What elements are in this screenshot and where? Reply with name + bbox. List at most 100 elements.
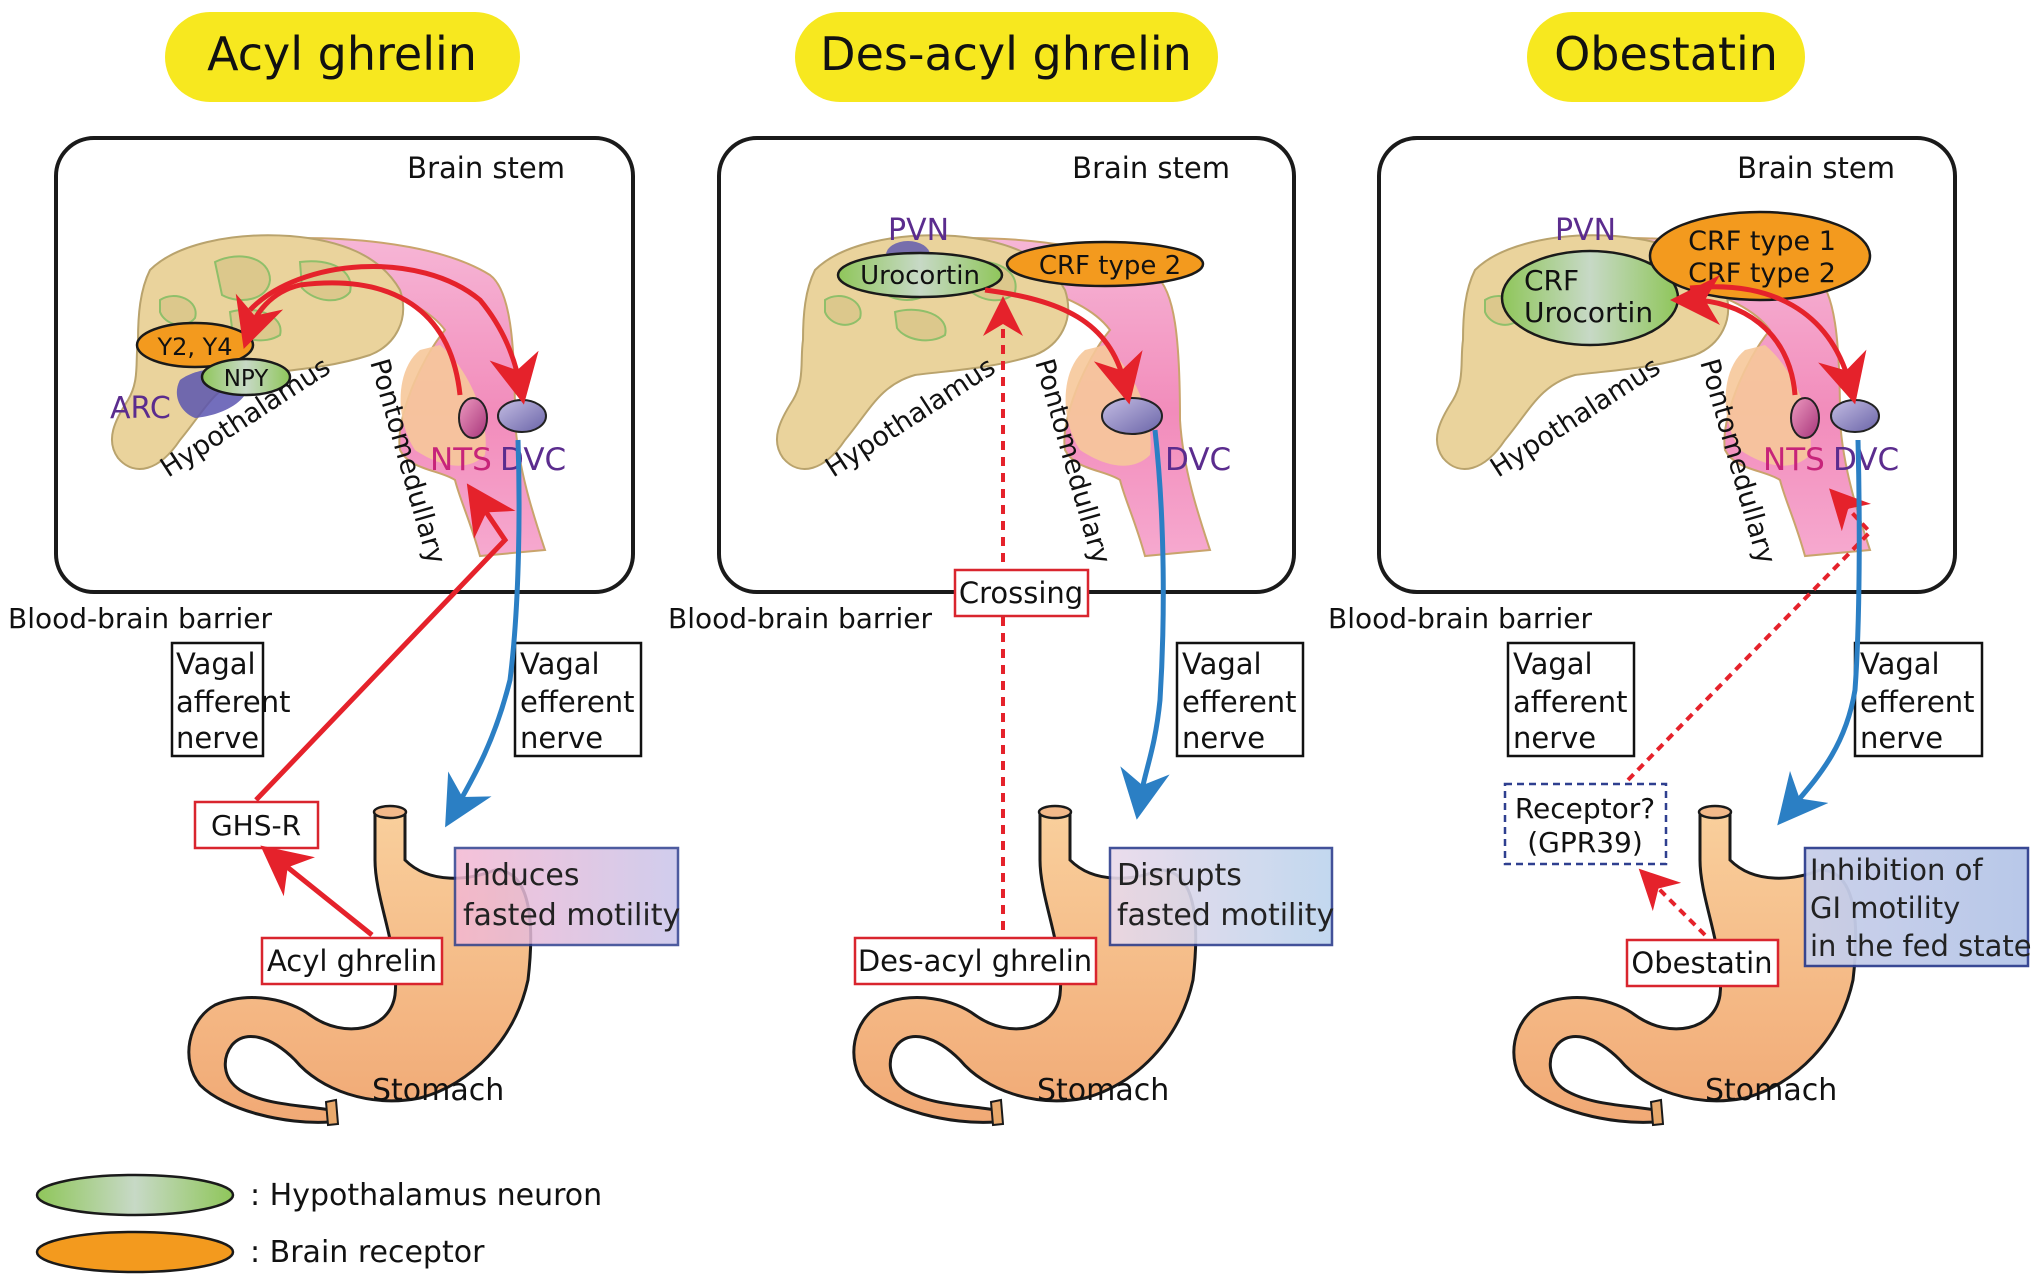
dvc-label: DVC xyxy=(1165,442,1231,478)
panel-title: Acyl ghrelin xyxy=(207,27,477,81)
panel-acyl-ghrelin: Acyl ghrelin Brain stem Y2, Y4 NPY ARC H… xyxy=(8,12,680,1127)
effect-line-2: GI motility xyxy=(1810,891,1960,925)
stomach-label: Stomach xyxy=(1705,1073,1837,1108)
dvc-nucleus xyxy=(1830,399,1880,433)
efferent-line-3: nerve xyxy=(1860,721,1943,755)
hormone-box xyxy=(853,936,1098,986)
effect-line-1: Inhibition of xyxy=(1810,853,1983,887)
hormone-label: Des-acyl ghrelin xyxy=(858,944,1092,978)
duodenum-tip xyxy=(324,1098,340,1127)
stomach-label: Stomach xyxy=(1037,1073,1169,1108)
esophagus-opening xyxy=(1037,804,1073,820)
panel-title: Obestatin xyxy=(1554,27,1778,81)
legend: : Hypothalamus neuron : Brain receptor xyxy=(35,1173,602,1274)
arrow-urocortin-to-dvc xyxy=(984,287,1143,405)
dvc-label: DVC xyxy=(1833,442,1899,478)
vagal-efferent-box xyxy=(1853,641,1984,758)
crossing-box xyxy=(953,568,1090,618)
afferent-line-3: nerve xyxy=(1513,721,1596,755)
title-badge xyxy=(1527,12,1805,102)
effect-line-3: in the fed state xyxy=(1810,929,2031,963)
stomach-label: Stomach xyxy=(372,1073,504,1108)
arrow-neuron-to-dvc xyxy=(1689,284,1867,405)
stomach-shape xyxy=(187,810,533,1124)
legend-neuron-label: : Hypothalamus neuron xyxy=(250,1178,602,1213)
efferent-line-1: Vagal xyxy=(1860,647,1940,681)
brain-stem-label: Brain stem xyxy=(1737,151,1895,185)
pvn-label: PVN xyxy=(1555,213,1616,248)
title-badge xyxy=(795,12,1218,102)
pons-shape xyxy=(400,345,486,466)
arrow-receptor-to-nts xyxy=(254,483,516,802)
neuron-line-1: CRF xyxy=(1524,264,1579,297)
efferent-line-2: efferent xyxy=(1860,685,1975,719)
pvn-label: PVN xyxy=(888,213,949,248)
effect-box xyxy=(1108,846,1334,947)
hormone-box xyxy=(1625,938,1780,988)
bbb-label: Blood-brain barrier xyxy=(8,602,272,635)
bbb-label: Blood-brain barrier xyxy=(668,602,932,635)
vagal-efferent-box xyxy=(513,641,643,758)
receptor-label: CRF type 2 xyxy=(1039,251,1181,281)
gut-receptor-box xyxy=(1503,782,1668,866)
brain-receptor-crf2 xyxy=(1005,240,1205,288)
duodenum-tip xyxy=(1649,1098,1665,1127)
crossing-label: Crossing xyxy=(959,576,1083,610)
afferent-line-1: Vagal xyxy=(176,647,256,681)
brain-stem-label: Brain stem xyxy=(407,151,565,185)
effect-box xyxy=(453,846,680,947)
legend-neuron-swatch xyxy=(35,1173,235,1217)
arrow-dvc-to-stomach xyxy=(1777,439,1862,826)
nts-nucleus xyxy=(1790,397,1820,439)
panel-obestatin: Obestatin Brain stem PVN CRF Urocortin C… xyxy=(1328,12,2031,1127)
neuron-line-2: Urocortin xyxy=(1524,296,1653,329)
neuron-label: Urocortin xyxy=(860,261,980,291)
hypothalamus-neuron-urocortin xyxy=(836,251,1004,299)
receptor-label: Y2, Y4 xyxy=(156,333,232,361)
esophagus-opening xyxy=(1697,804,1733,820)
hypothalamus-neuron-npy xyxy=(200,357,292,397)
bbb-label: Blood-brain barrier xyxy=(1328,602,1592,635)
efferent-line-1: Vagal xyxy=(520,647,600,681)
efferent-line-2: efferent xyxy=(520,685,635,719)
gut-receptor-line-2: (GPR39) xyxy=(1527,826,1643,859)
arrow-dvc-to-stomach xyxy=(445,439,522,828)
arrow-nts-to-receptor xyxy=(235,280,463,396)
gut-receptor-line-1: Receptor? xyxy=(1515,792,1655,825)
arrow-hypothalamus-to-dvc xyxy=(248,263,539,405)
esophagus-opening xyxy=(372,804,408,820)
hormone-label: Obestatin xyxy=(1631,946,1772,980)
vagal-afferent-box xyxy=(170,641,265,758)
arrow-hormone-to-receptor xyxy=(260,845,374,937)
dvc-nucleus xyxy=(1101,397,1163,435)
effect-line-2: fasted motility xyxy=(463,898,680,933)
legend-receptor-label: : Brain receptor xyxy=(250,1235,485,1270)
vagal-afferent-box xyxy=(1506,641,1636,758)
effect-box xyxy=(1803,846,2030,968)
panel-title: Des-acyl ghrelin xyxy=(820,27,1192,81)
hormone-label: Acyl ghrelin xyxy=(267,944,437,978)
afferent-line-3: nerve xyxy=(176,721,259,755)
brain-stem-label: Brain stem xyxy=(1072,151,1230,185)
afferent-line-2: afferent xyxy=(176,685,290,719)
arrow-dvc-to-stomach xyxy=(1120,429,1170,820)
arc-label: ARC xyxy=(110,391,171,426)
afferent-line-2: afferent xyxy=(1513,685,1627,719)
legend-receptor-swatch xyxy=(35,1230,235,1274)
efferent-line-3: nerve xyxy=(1182,721,1265,755)
effect-line-2: fasted motility xyxy=(1117,898,1334,933)
arrow-nts-to-neuron xyxy=(1670,275,1798,396)
efferent-line-1: Vagal xyxy=(1182,647,1262,681)
efferent-line-3: nerve xyxy=(520,721,603,755)
dvc-label: DVC xyxy=(500,442,566,478)
efferent-line-2: efferent xyxy=(1182,685,1297,719)
duodenum-tip xyxy=(989,1098,1005,1127)
afferent-line-1: Vagal xyxy=(1513,647,1593,681)
gut-receptor-box xyxy=(193,800,320,850)
arrow-hormone-to-receptor xyxy=(1638,868,1707,937)
title-badge xyxy=(165,12,520,102)
arrow-receptor-to-nts xyxy=(1626,488,1873,782)
nts-label: NTS xyxy=(1763,442,1825,478)
gut-receptor-label: GHS-R xyxy=(211,809,301,842)
